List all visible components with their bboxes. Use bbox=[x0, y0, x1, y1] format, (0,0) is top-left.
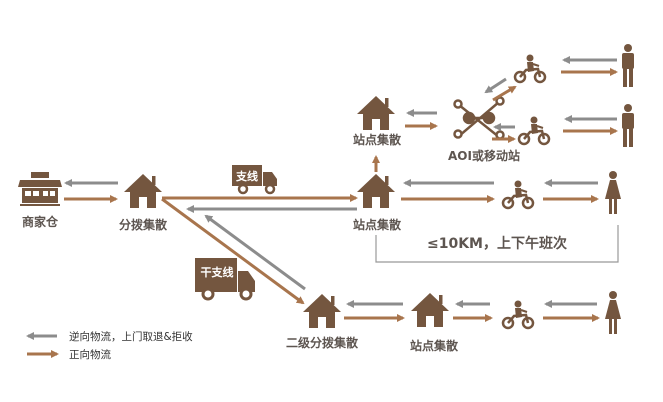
hub-label: 分拨集散 bbox=[119, 217, 168, 232]
house-icon bbox=[357, 96, 395, 130]
store-icon bbox=[18, 172, 62, 206]
legend-forward-label: 正向物流 bbox=[69, 348, 111, 361]
network-node-icon bbox=[453, 96, 505, 140]
arrow-forward bbox=[161, 197, 305, 305]
truck-icon bbox=[195, 258, 255, 301]
arrow-forward bbox=[492, 85, 517, 102]
motorcycle-courier-icon bbox=[501, 179, 535, 210]
woman-icon bbox=[605, 171, 621, 214]
station-top-label: 站点集散 bbox=[353, 132, 402, 147]
man-icon bbox=[622, 44, 634, 87]
station-mid-label: 站点集散 bbox=[353, 217, 402, 232]
trunk-branch-truck-label: 干支线 bbox=[201, 265, 234, 279]
arrow-reverse bbox=[484, 77, 507, 94]
man-icon bbox=[622, 104, 634, 147]
house-icon bbox=[357, 174, 395, 208]
secondary-hub-label: 二级分拨集散 bbox=[286, 335, 359, 350]
motorcycle-courier-icon bbox=[513, 53, 547, 84]
woman-icon bbox=[605, 291, 621, 334]
range-note: ≤10KM，上下午班次 bbox=[427, 235, 567, 252]
range-bracket bbox=[375, 225, 619, 263]
legend-reverse-label: 逆向物流，上门取退&拒收 bbox=[69, 330, 193, 343]
merchant-warehouse-label: 商家仓 bbox=[22, 214, 59, 229]
motorcycle-courier-icon bbox=[517, 115, 551, 146]
house-icon bbox=[303, 294, 341, 328]
house-icon bbox=[411, 293, 449, 327]
arrow-reverse bbox=[204, 214, 306, 291]
house-icon bbox=[124, 174, 162, 208]
branch-truck-label: 支线 bbox=[235, 169, 258, 183]
motorcycle-courier-icon bbox=[501, 299, 535, 330]
station-bottom-label: 站点集散 bbox=[410, 338, 459, 353]
aoi-label: AOI或移动站 bbox=[448, 148, 520, 163]
truck-icon bbox=[232, 165, 277, 195]
